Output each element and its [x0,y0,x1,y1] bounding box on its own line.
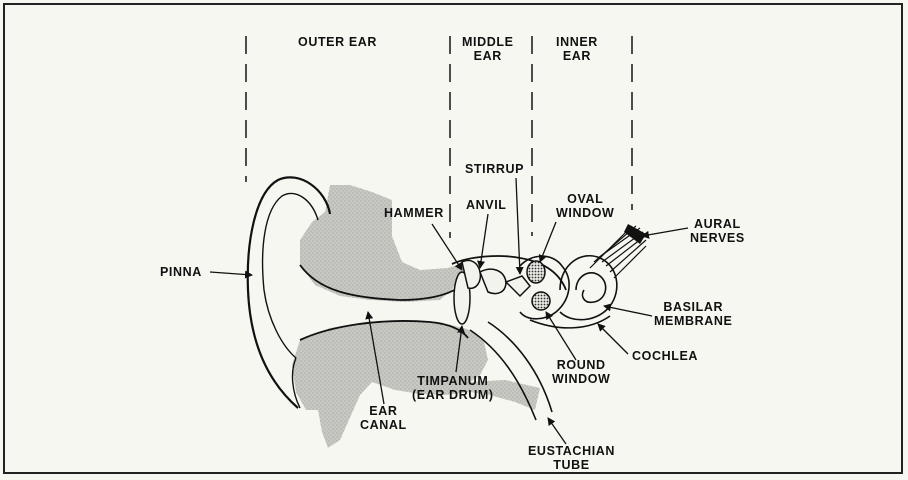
round-window-label: ROUND WINDOW [552,358,610,386]
ear-canal-label-line1: EAR [360,404,407,418]
timpanum-label-line2: (EAR DRUM) [412,388,494,402]
hammer-arrow [432,224,462,270]
timpanum-label: TIMPANUM (EAR DRUM) [412,374,494,402]
middle-ear-label-line2: EAR [462,49,514,63]
outer-ear-tissue-upper [300,185,466,302]
anvil-arrow [480,214,488,268]
round-window-label-line1: ROUND [552,358,610,372]
basilar-membrane-arrow [604,306,652,316]
cochlea-label: COCHLEA [632,349,698,363]
oval-window-label-line1: OVAL [556,192,614,206]
stirrup-arrow [516,178,520,274]
aural-nerves-label-line2: NERVES [690,231,745,245]
aural-nerves-label: AURAL NERVES [690,217,745,245]
hammer-label: HAMMER [384,206,444,220]
basilar-membrane-label-line1: BASILAR [654,300,732,314]
eustachian-tube-shape [470,322,552,420]
eustachian-tube-label-line2: TUBE [528,458,615,472]
inner-ear-label: INNER EAR [556,35,598,63]
ossicles [454,260,530,324]
middle-ear-label-line1: MIDDLE [462,35,514,49]
round-window-shape [532,292,550,310]
outer-ear-label: OUTER EAR [298,35,377,49]
basilar-membrane-label-line2: MEMBRANE [654,314,732,328]
eustachian-tube-label-line1: EUSTACHIAN [528,444,615,458]
stirrup-label: STIRRUP [465,162,524,176]
anvil-bone [480,269,506,293]
aural-nerves-label-line1: AURAL [690,217,745,231]
oval-window-label: OVAL WINDOW [556,192,614,220]
stirrup-bone [506,276,530,296]
ear-canal-label-line2: CANAL [360,418,407,432]
anvil-label: ANVIL [466,198,507,212]
inner-ear-label-line1: INNER [556,35,598,49]
round-window-label-line2: WINDOW [552,372,610,386]
eustachian-tube-arrow [548,418,566,444]
aural-nerves-arrow [642,228,688,236]
cochlea-arrow [598,324,628,354]
timpanum-label-line1: TIMPANUM [412,374,494,388]
leader-lines [210,178,688,444]
middle-ear-label: MIDDLE EAR [462,35,514,63]
oval-window-label-line2: WINDOW [556,206,614,220]
inner-ear-label-line2: EAR [556,49,598,63]
pinna-arrow [210,272,252,275]
eustachian-tube-label: EUSTACHIAN TUBE [528,444,615,472]
basilar-membrane-label: BASILAR MEMBRANE [654,300,732,328]
oval-window-shape [527,261,545,283]
pinna-label: PINNA [160,265,202,279]
ear-canal-label: EAR CANAL [360,404,407,432]
